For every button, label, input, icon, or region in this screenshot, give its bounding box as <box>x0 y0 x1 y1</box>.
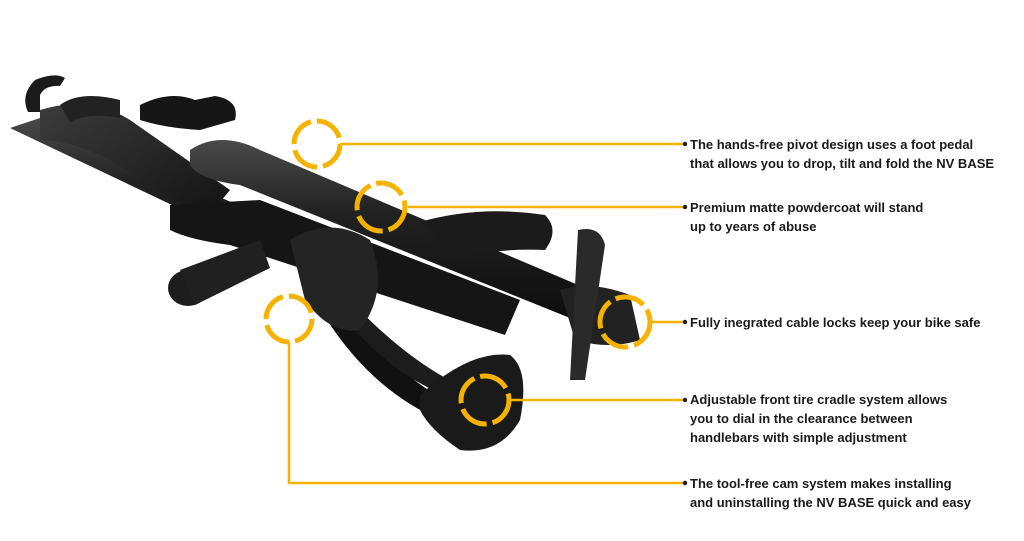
callout-line: handlebars with simple adjustment <box>690 430 907 445</box>
callout-tire-cradle: Adjustable front tire cradle system allo… <box>690 390 947 447</box>
callout-pivot-design: The hands-free pivot design uses a foot … <box>690 135 994 173</box>
bullet-dot-icon <box>682 141 688 147</box>
top-wheel-holder <box>140 96 236 130</box>
hotspot-ring-icon <box>263 293 315 345</box>
leader-line-5 <box>287 342 684 485</box>
left-strap <box>25 75 65 112</box>
wheel-cup <box>290 227 378 331</box>
right-handle <box>420 211 553 258</box>
rear-tray-arm <box>40 104 230 220</box>
leader-lines <box>287 142 684 485</box>
callout-line: The hands-free pivot design uses a foot … <box>690 137 974 152</box>
callout-line: Fully inegrated cable locks keep your bi… <box>690 315 981 330</box>
bullet-dot-icon <box>682 319 688 325</box>
callout-line: you to dial in the clearance between <box>690 411 913 426</box>
bike-rack <box>10 75 640 451</box>
hotspot-ring-icon <box>354 180 408 234</box>
left-tube <box>180 240 270 305</box>
hotspot-ring-icon <box>291 118 343 170</box>
callout-line: up to years of abuse <box>690 219 817 234</box>
hotspots <box>263 118 653 427</box>
callout-line: that allows you to drop, tilt and fold t… <box>690 156 995 171</box>
callout-powdercoat: Premium matte powdercoat will stand up t… <box>690 198 923 236</box>
callout-line: and uninstalling the NV BASE quick and e… <box>690 495 971 510</box>
callout-line: Adjustable front tire cradle system allo… <box>690 392 948 407</box>
hotspot-ring-icon <box>458 373 512 427</box>
left-handle <box>60 96 120 122</box>
callout-cam-system: The tool-free cam system makes installin… <box>690 474 971 512</box>
callout-line: Premium matte powdercoat will stand <box>690 200 924 215</box>
right-strap <box>570 229 605 380</box>
hotspot-ring-icon <box>597 294 653 350</box>
bullets <box>682 141 688 486</box>
callout-line: The tool-free cam system makes installin… <box>690 476 952 491</box>
bullet-dot-icon <box>682 204 688 210</box>
callout-cable-locks: Fully inegrated cable locks keep your bi… <box>690 313 980 332</box>
bullet-dot-icon <box>682 480 688 486</box>
bullet-dot-icon <box>682 397 688 403</box>
